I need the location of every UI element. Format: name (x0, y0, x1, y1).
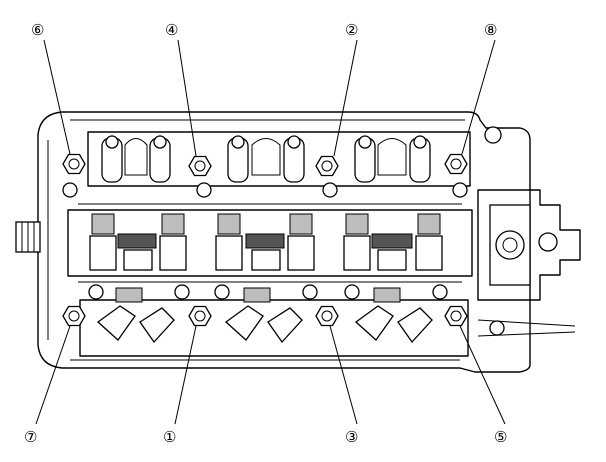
valve-lifters (89, 235, 443, 271)
head-bolts (62, 153, 468, 327)
head-bolt-2 (315, 155, 339, 177)
head-bolt-3 (315, 305, 339, 327)
rocker-group-2 (227, 137, 305, 183)
rocker-group-3 (354, 137, 431, 183)
right-end-housing (477, 126, 581, 337)
leader-lines (35, 39, 506, 425)
upper-rocker-section (87, 131, 471, 187)
small-bolts (62, 135, 468, 300)
callout-5: ⑤ (494, 428, 507, 446)
callout-3: ③ (345, 428, 358, 446)
callout-2: ② (345, 21, 358, 39)
callout-6: ⑥ (31, 21, 44, 39)
callout-8: ⑧ (484, 21, 497, 39)
lower-rocker-group-2 (224, 287, 303, 344)
callout-7: ⑦ (24, 428, 37, 446)
callout-4: ④ (165, 21, 178, 39)
head-bolt-7 (62, 305, 86, 327)
callout-labels: ⑥ ④ ② ⑧ ⑦ ① ③ ⑤ (24, 21, 507, 446)
valve-spring-section (67, 203, 473, 283)
rocker-shafts (117, 233, 413, 271)
callout-1: ① (163, 428, 176, 446)
cylinder-head-outline (37, 111, 531, 373)
head-bolt-5 (444, 305, 468, 327)
lower-rocker-group-3 (354, 287, 433, 344)
head-bolt-6 (62, 153, 86, 175)
lower-rocker-section (79, 287, 469, 357)
camshaft-end-left (15, 221, 41, 253)
head-bolt-8 (444, 153, 468, 175)
lower-rocker-group-1 (96, 287, 175, 344)
valve-springs (91, 213, 441, 235)
head-bolt-1 (188, 305, 212, 327)
head-bolt-4 (188, 155, 212, 177)
